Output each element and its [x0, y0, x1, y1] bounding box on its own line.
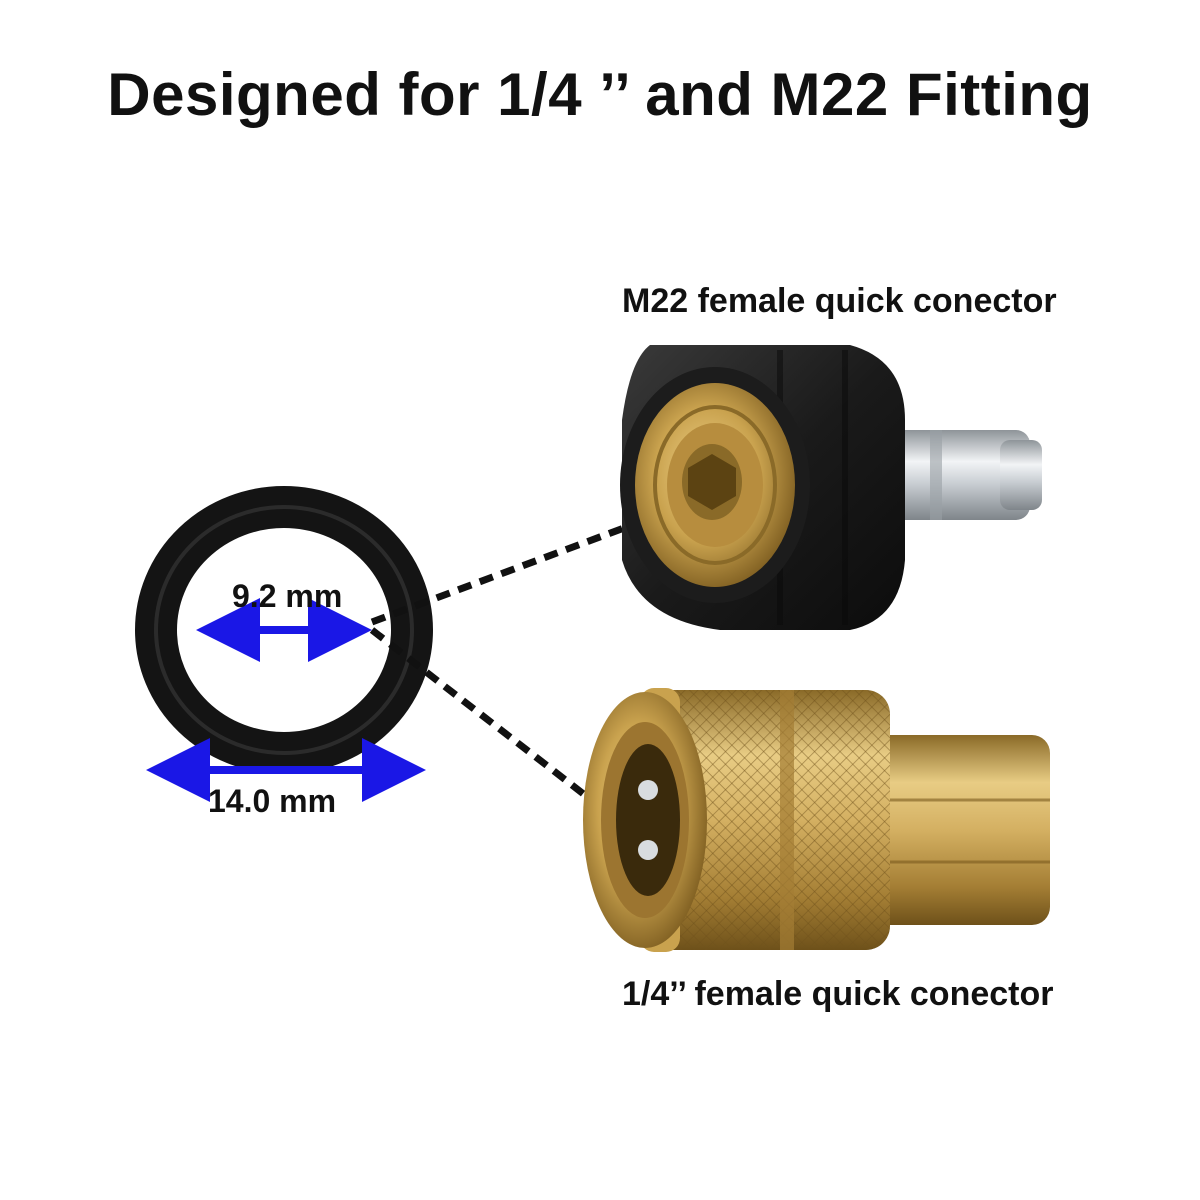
outer-diameter-label: 14.0 mm — [208, 783, 337, 819]
inner-diameter-label: 9.2 mm — [232, 578, 343, 614]
quarter-inch-coupler-icon — [583, 688, 1050, 952]
m22-coupler-icon — [620, 345, 1042, 630]
m22-connector-label: M22 female quick conector — [622, 282, 1057, 320]
headline: Designed for 1/4 ’’ and M22 Fitting — [107, 61, 1093, 128]
quarter-connector-label: 1/4’’ female quick conector — [622, 975, 1054, 1013]
leader-line-quarter — [369, 627, 633, 833]
leader-line-m22 — [370, 518, 642, 626]
